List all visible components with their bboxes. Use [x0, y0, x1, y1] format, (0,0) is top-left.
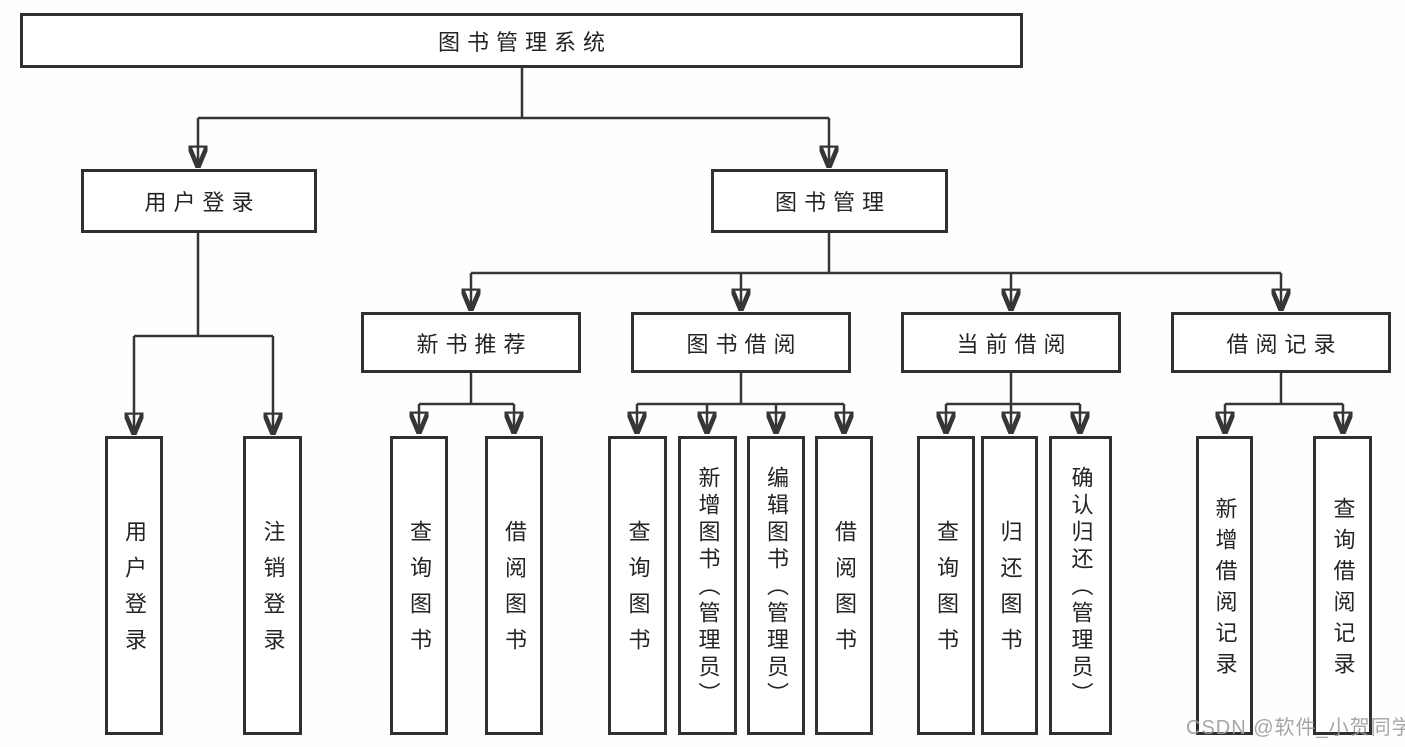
node-leaf-confirm-return-admin-label: 确认归还（管理员） [1068, 466, 1094, 709]
node-leaf-query-borrow-record-label: 查询借阅记录 [1330, 496, 1356, 683]
node-leaf-query-books-1-label: 查询图书 [407, 519, 432, 664]
node-leaf-add-borrow-record-label: 新增借阅记录 [1212, 496, 1238, 683]
node-leaf-logout: 注销登录 [243, 436, 302, 735]
node-borrow-records: 借阅记录 [1171, 312, 1391, 373]
node-book-management-label: 图书管理 [774, 190, 891, 215]
node-root-label: 图书管理系统 [437, 29, 612, 55]
node-root: 图书管理系统 [20, 13, 1023, 68]
node-leaf-return-book-label: 归还图书 [997, 519, 1023, 664]
node-leaf-query-books-3: 查询图书 [917, 436, 975, 735]
node-leaf-borrow-books-1-label: 借阅图书 [502, 519, 527, 664]
node-book-borrow: 图书借阅 [631, 312, 851, 373]
node-user-login: 用户登录 [81, 169, 317, 233]
node-leaf-query-books-3-label: 查询图书 [934, 519, 959, 664]
node-new-book-recommend: 新书推荐 [361, 312, 581, 373]
node-leaf-borrow-books-1: 借阅图书 [485, 436, 543, 735]
connector-borrow-records-to-leaves [1225, 373, 1343, 432]
node-book-management: 图书管理 [711, 169, 948, 233]
node-user-login-label: 用户登录 [144, 190, 261, 215]
node-leaf-query-books-2-label: 查询图书 [625, 519, 651, 664]
node-borrow-records-label: 借阅记录 [1226, 331, 1343, 357]
watermark: CSDN @软件_小贺同学 [1186, 717, 1405, 739]
connector-book-management-to-level3 [471, 233, 1281, 309]
connector-root-to-level2 [198, 68, 829, 166]
node-leaf-edit-book-admin-label: 编辑图书（管理员） [764, 466, 789, 709]
node-leaf-add-book-admin-label: 新增图书（管理员） [695, 466, 721, 709]
node-leaf-query-borrow-record: 查询借阅记录 [1313, 436, 1372, 735]
node-leaf-user-login-label: 用户登录 [122, 519, 147, 664]
connector-user-login-to-leaves [134, 233, 273, 433]
node-leaf-query-books-2: 查询图书 [608, 436, 667, 735]
node-leaf-user-login: 用户登录 [105, 436, 163, 735]
node-leaf-confirm-return-admin: 确认归还（管理员） [1049, 436, 1112, 735]
node-leaf-query-books-1: 查询图书 [390, 436, 448, 735]
node-current-borrow: 当前借阅 [901, 312, 1121, 373]
node-leaf-add-book-admin: 新增图书（管理员） [678, 436, 737, 735]
node-leaf-edit-book-admin: 编辑图书（管理员） [747, 436, 805, 735]
node-book-borrow-label: 图书借阅 [686, 331, 803, 357]
node-new-book-recommend-label: 新书推荐 [416, 331, 533, 357]
node-leaf-borrow-books-2-label: 借阅图书 [832, 519, 857, 664]
connector-book-borrow-to-leaves [637, 373, 844, 432]
connector-new-book-recommend-to-leaves [419, 373, 514, 432]
node-current-borrow-label: 当前借阅 [956, 331, 1073, 357]
node-leaf-borrow-books-2: 借阅图书 [815, 436, 873, 735]
node-leaf-return-book: 归还图书 [981, 436, 1038, 735]
node-leaf-logout-label: 注销登录 [260, 519, 286, 664]
connector-current-borrow-to-leaves [946, 373, 1080, 432]
node-leaf-add-borrow-record: 新增借阅记录 [1196, 436, 1253, 735]
